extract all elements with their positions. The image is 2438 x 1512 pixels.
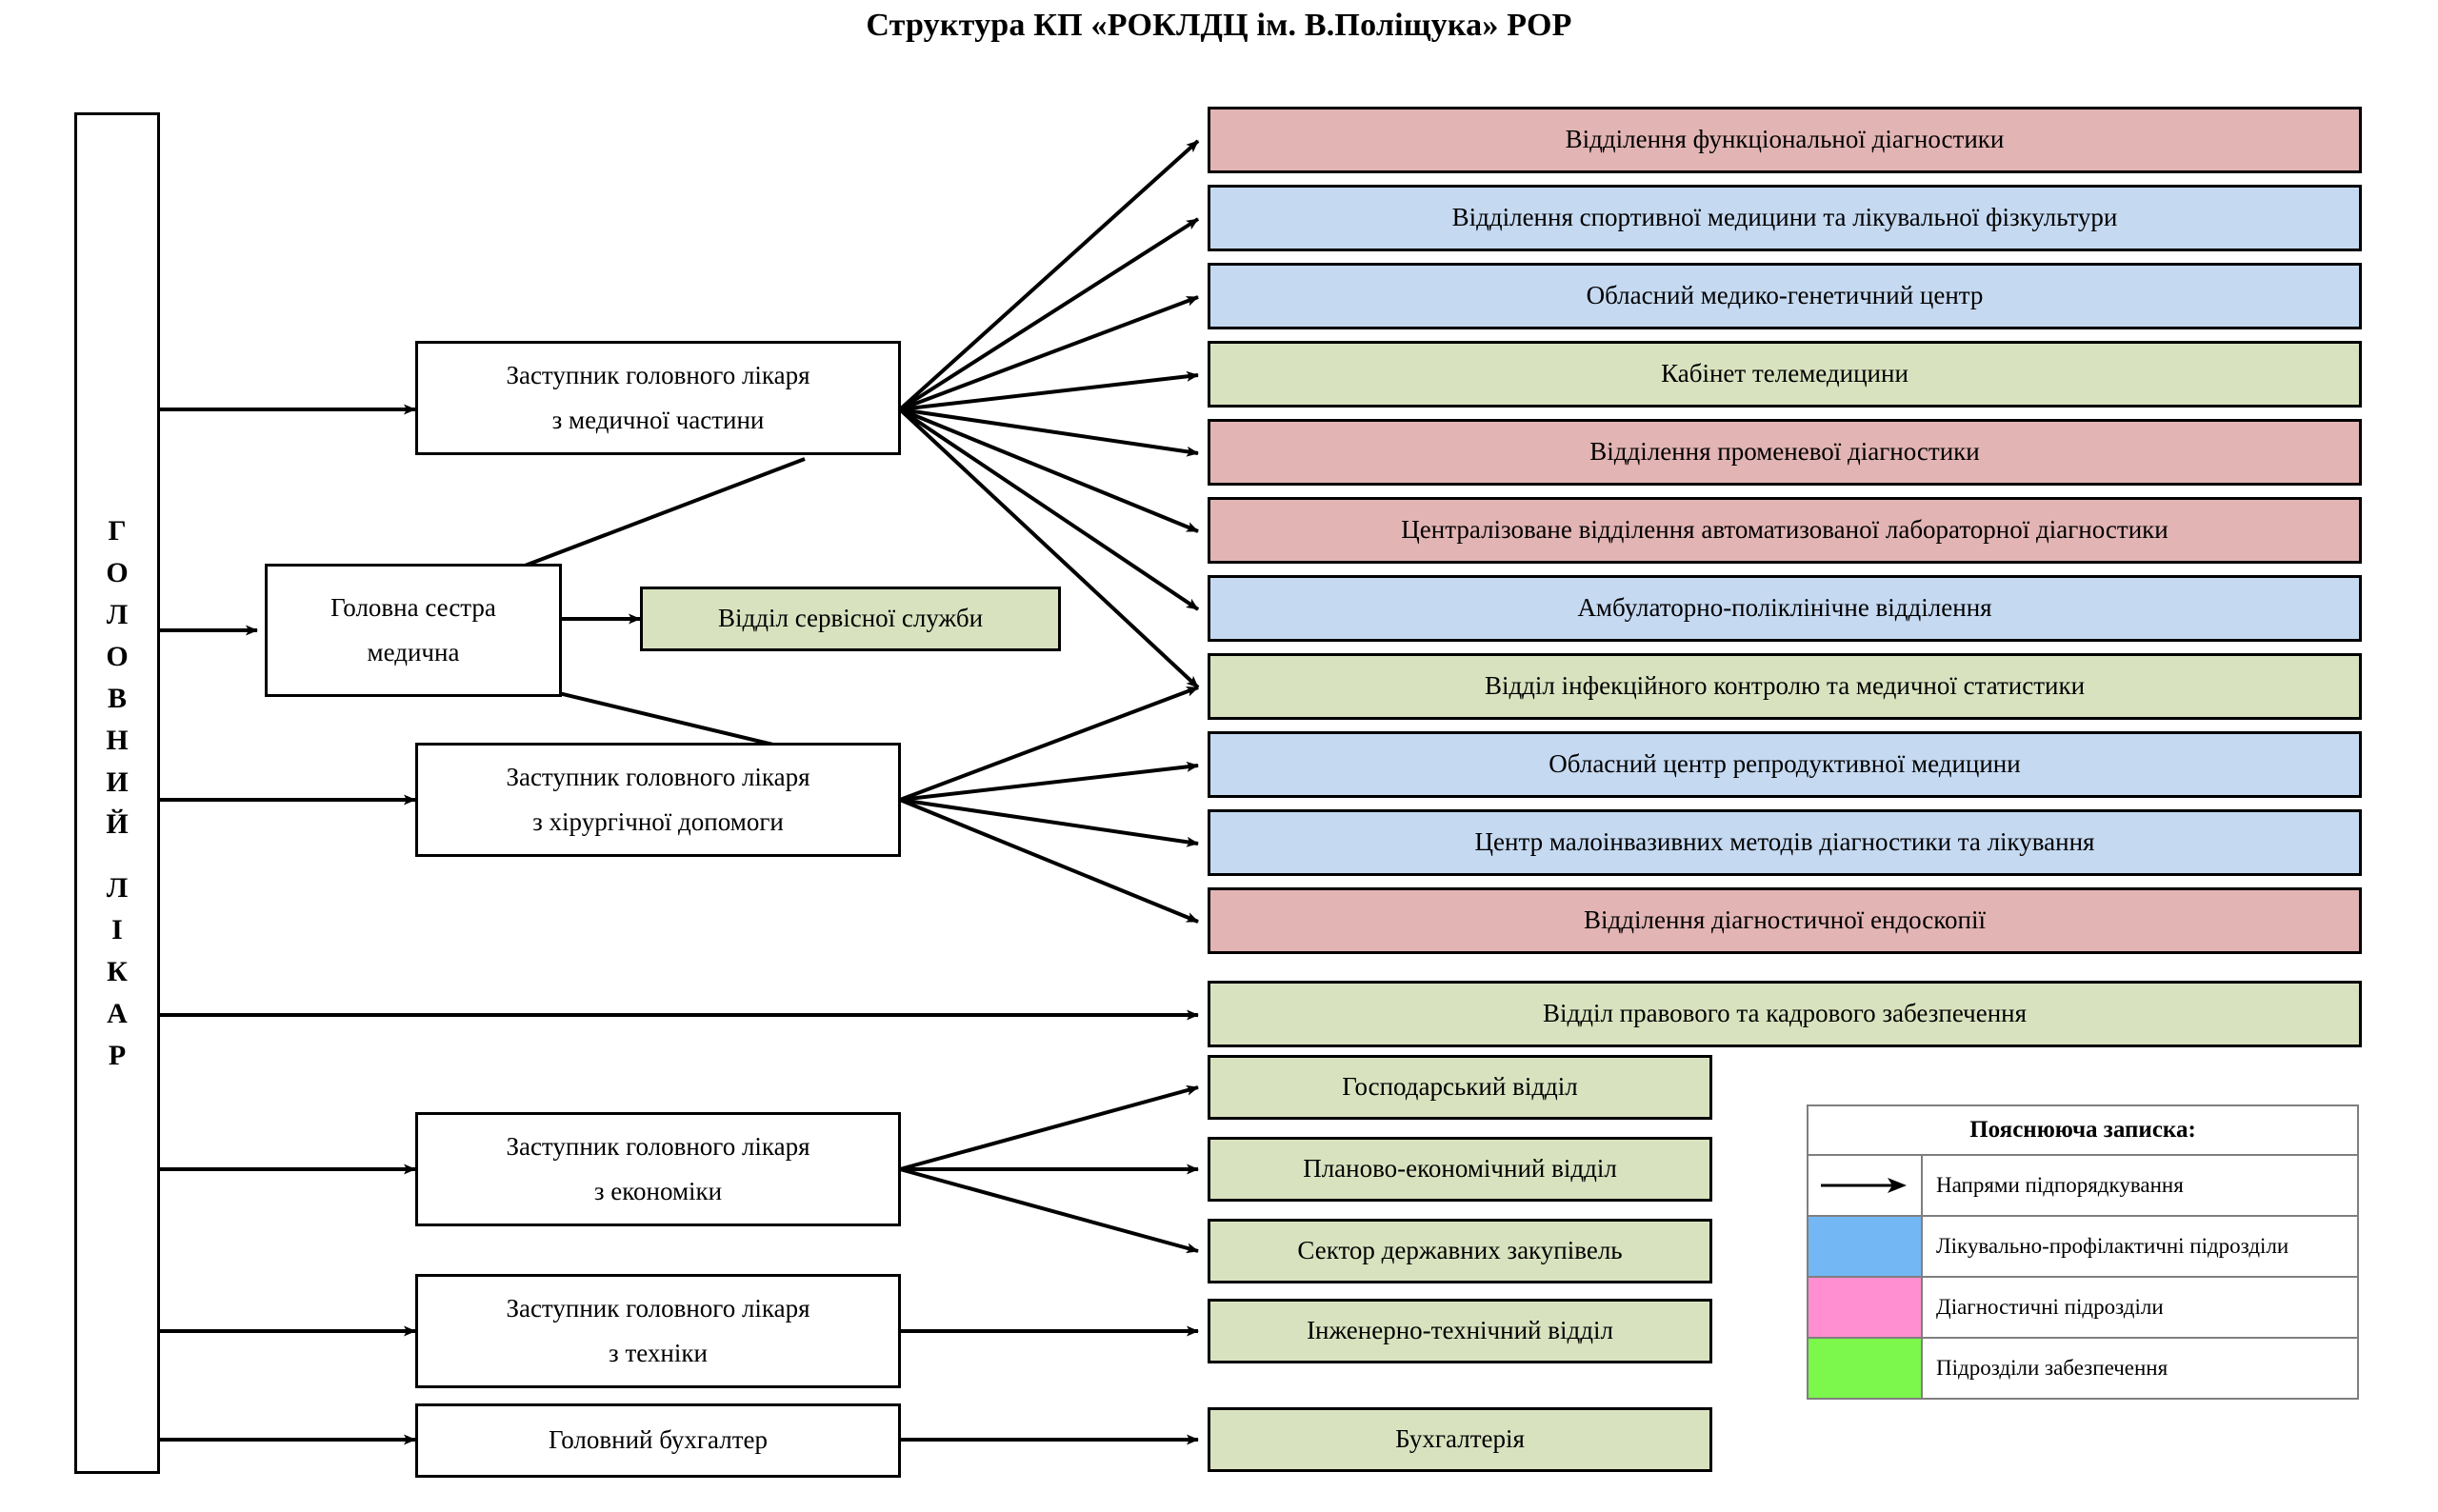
unit-box-miniinvasive-center[interactable]: Центр малоінвазивних методів діагностики… [1208, 809, 2362, 876]
chief-letter: И [106, 766, 129, 798]
unit-box-reproductive-medicine[interactable]: Обласний центр репродуктивної медицини [1208, 731, 2362, 798]
manager-label-surgical: Заступник головного лікаря з хірургічної… [506, 762, 810, 836]
unit-box-radiation-diagnostics[interactable]: Відділення променевої діагностики [1208, 419, 2362, 486]
legend-swatch-blue [1809, 1217, 1923, 1276]
unit-label: Відділення функціональної діагностики [1565, 125, 2005, 154]
manager-box-head-nurse[interactable]: Головна сестра медична [265, 564, 562, 697]
unit-label: Відділ інфекційного контролю та медичної… [1484, 671, 2086, 701]
legend-row-support: Підрозділи забезпечення [1809, 1339, 2357, 1398]
unit-label: Бухгалтерія [1395, 1424, 1525, 1454]
unit-label: Центр малоінвазивних методів діагностики… [1474, 827, 2095, 857]
chief-letter: А [107, 997, 128, 1029]
chief-letter: Р [108, 1039, 127, 1071]
unit-label: Господарський відділ [1342, 1072, 1578, 1102]
legend-panel: Пояснююча записка: Напрями підпорядкуван… [1807, 1104, 2359, 1400]
manager-box-economics[interactable]: Заступник головного лікаря з економіки [415, 1112, 901, 1226]
chief-letter: І [111, 913, 123, 945]
chief-letter: Л [106, 598, 129, 630]
unit-box-legal-hr-department[interactable]: Відділ правового та кадрового забезпечен… [1208, 981, 2362, 1047]
unit-label: Кабінет телемедицини [1661, 359, 1908, 388]
unit-box-service[interactable]: Відділ сервісної служби [640, 587, 1061, 651]
unit-box-medical-genetic-center[interactable]: Обласний медико-генетичний центр [1208, 263, 2362, 329]
unit-box-public-procurement[interactable]: Сектор державних закупівель [1208, 1219, 1712, 1283]
manager-label-economics: Заступник головного лікаря з економіки [506, 1131, 810, 1205]
unit-label-service: Відділ сервісної служби [717, 604, 984, 633]
unit-label: Відділ правового та кадрового забезпечен… [1542, 999, 2028, 1028]
chief-doctor-label: Г О Л О В Н И Й Л І К А Р [106, 510, 128, 1077]
unit-label: Відділення спортивної медицини та лікува… [1451, 203, 2118, 232]
unit-label: Відділення діагностичної ендоскопії [1584, 905, 1986, 935]
legend-row-arrow: Напрями підпорядкування [1809, 1156, 2357, 1217]
manager-box-medical[interactable]: Заступник головного лікаря з медичної ча… [415, 341, 901, 455]
legend-swatch-green [1809, 1339, 1923, 1398]
unit-label: Централізоване відділення автоматизовано… [1401, 515, 2168, 545]
legend-row-diagnostic: Діагностичні підрозділи [1809, 1278, 2357, 1339]
legend-label: Лікувально-профілактичні підрозділи [1936, 1233, 2289, 1258]
unit-box-diagnostic-endoscopy[interactable]: Відділення діагностичної ендоскопії [1208, 887, 2362, 954]
unit-box-telemedicine-office[interactable]: Кабінет телемедицини [1208, 341, 2362, 408]
legend-swatch-arrow [1809, 1156, 1923, 1215]
legend-title: Пояснююча записка: [1809, 1106, 2357, 1156]
legend-label: Напрями підпорядкування [1936, 1172, 2184, 1197]
chief-letter: К [107, 955, 128, 987]
chief-letter: Л [106, 871, 129, 904]
chief-doctor-bar[interactable]: Г О Л О В Н И Й Л І К А Р [74, 112, 160, 1474]
chief-letter: Н [106, 724, 129, 756]
unit-label: Відділення променевої діагностики [1589, 437, 1980, 467]
legend-label: Підрозділи забезпечення [1936, 1355, 2168, 1380]
unit-box-lab-diagnostics[interactable]: Централізоване відділення автоматизовано… [1208, 497, 2362, 564]
unit-label: Сектор державних закупівель [1297, 1236, 1623, 1265]
arrow-icon [1821, 1178, 1907, 1193]
chief-letter: О [106, 640, 129, 672]
unit-box-functional-diagnostics[interactable]: Відділення функціональної діагностики [1208, 107, 2362, 173]
unit-label: Обласний медико-генетичний центр [1586, 281, 1984, 310]
unit-box-infection-control[interactable]: Відділ інфекційного контролю та медичної… [1208, 653, 2362, 720]
page-title: Структура КП «РОКЛДЦ ім. В.Поліщука» РОР [866, 8, 1572, 43]
unit-label: Амбулаторно-поліклінічне відділення [1577, 593, 1992, 623]
manager-box-technical[interactable]: Заступник головного лікаря з техніки [415, 1274, 901, 1388]
unit-box-planning-economic[interactable]: Планово-економічний відділ [1208, 1137, 1712, 1202]
unit-label: Інженерно-технічний відділ [1307, 1316, 1613, 1345]
legend-label: Діагностичні підрозділи [1936, 1294, 2164, 1319]
manager-label-head-nurse: Головна сестра медична [330, 592, 496, 666]
legend-swatch-pink [1809, 1278, 1923, 1337]
unit-label: Обласний центр репродуктивної медицини [1549, 749, 2021, 779]
manager-box-surgical[interactable]: Заступник головного лікаря з хірургічної… [415, 743, 901, 857]
manager-label-technical: Заступник головного лікаря з техніки [506, 1293, 810, 1367]
unit-box-engineering-tech[interactable]: Інженерно-технічний відділ [1208, 1299, 1712, 1363]
legend-row-treatment: Лікувально-профілактичні підрозділи [1809, 1217, 2357, 1278]
manager-label-accountant: Головний бухгалтер [549, 1425, 768, 1455]
unit-label: Планово-економічний відділ [1303, 1154, 1617, 1184]
unit-box-economic-household[interactable]: Господарський відділ [1208, 1055, 1712, 1120]
chief-letter: Й [106, 807, 129, 840]
unit-box-outpatient-department[interactable]: Амбулаторно-поліклінічне відділення [1208, 575, 2362, 642]
chief-letter: Г [108, 514, 127, 547]
chief-letter: В [107, 682, 127, 714]
manager-box-accountant[interactable]: Головний бухгалтер [415, 1403, 901, 1478]
chief-letter: О [106, 556, 129, 588]
unit-box-sports-medicine[interactable]: Відділення спортивної медицини та лікува… [1208, 185, 2362, 251]
unit-box-accounting[interactable]: Бухгалтерія [1208, 1407, 1712, 1472]
manager-label-medical: Заступник головного лікаря з медичної ча… [506, 360, 810, 434]
